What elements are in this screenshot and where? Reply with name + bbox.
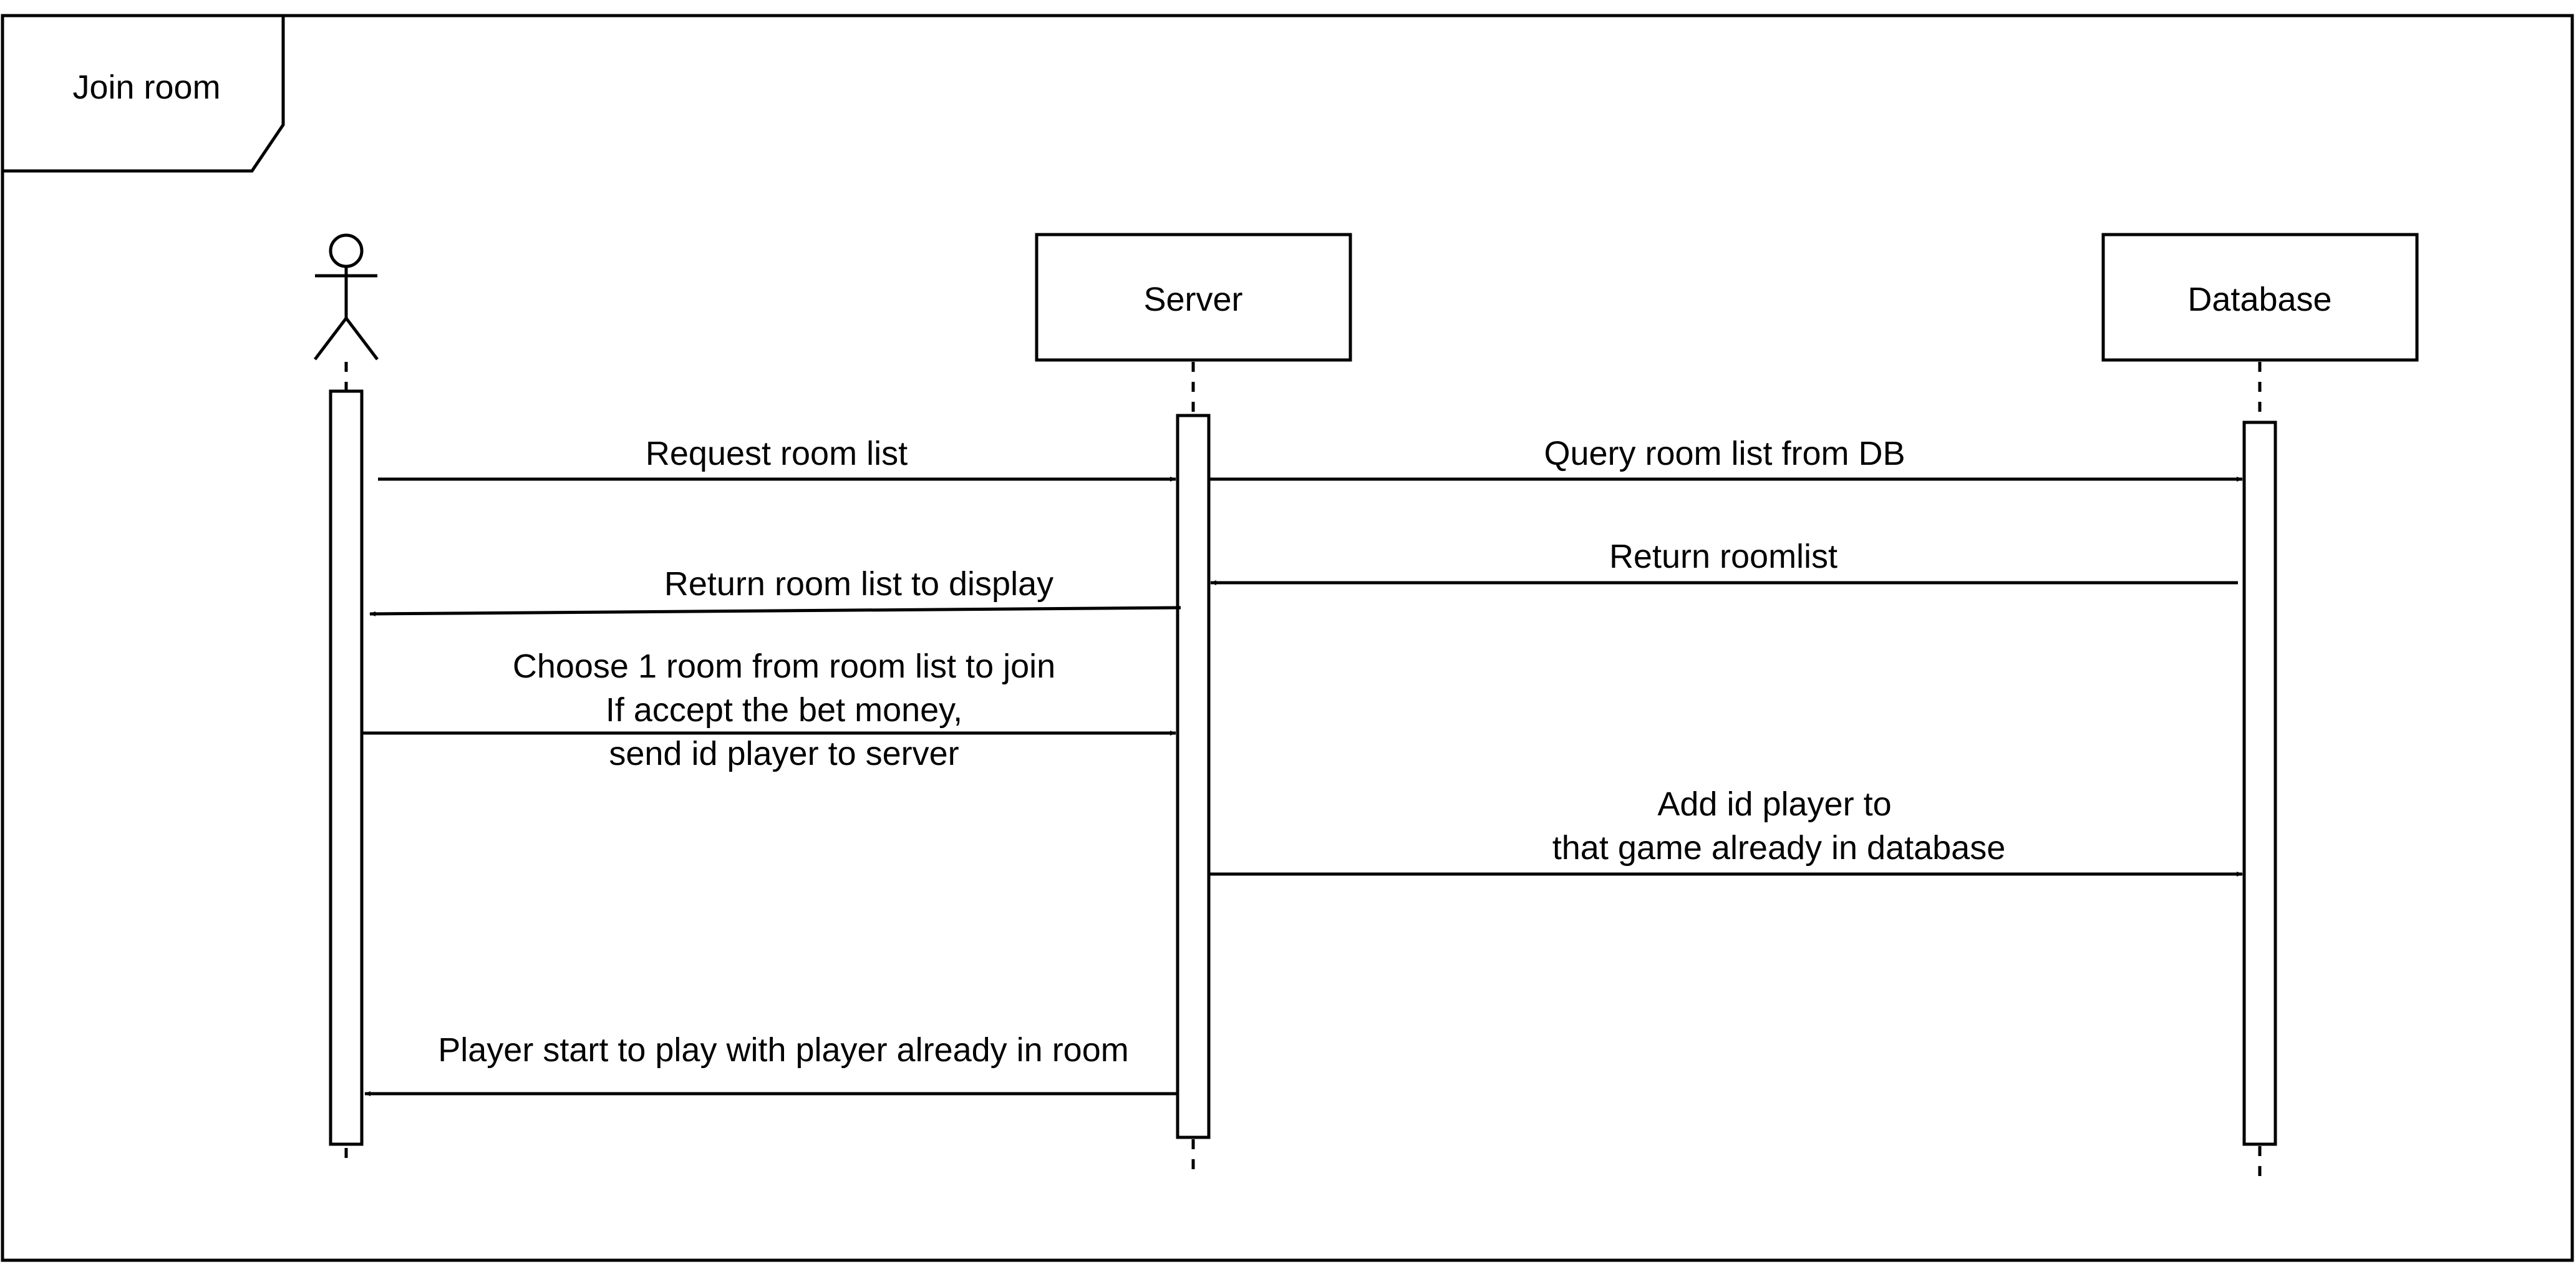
server-lifeline-head (1035, 233, 1352, 362)
svg-text:Request room list: Request room list (646, 435, 908, 472)
database-lifeline-head (2101, 233, 2419, 362)
frame-title-tab (2, 16, 285, 173)
svg-text:Return roomlist: Return roomlist (1609, 538, 1838, 575)
server-label: Server (1143, 281, 1242, 318)
message-add-id-player: Add id player to that game already in da… (1210, 785, 2243, 877)
svg-text:Add id player to: Add id player to (1657, 785, 1891, 823)
message-query-room-list: Query room list from DB (1210, 435, 2243, 482)
message-choose-room: Choose 1 room from room list to join If … (362, 648, 1176, 772)
svg-text:Return room list to display: Return room list to display (664, 565, 1053, 603)
database-activation-bar (2242, 421, 2277, 1146)
database-label: Database (2187, 281, 2331, 318)
message-return-roomlist: Return roomlist (1210, 538, 2238, 585)
svg-text:that game already in database: that game already in database (1552, 829, 2006, 867)
frame-title: Join room (72, 69, 220, 106)
svg-text:If accept the bet money,: If accept the bet money, (606, 691, 962, 729)
actor-activation-bar (329, 389, 364, 1146)
message-player-start: Player start to play with player already… (364, 1031, 1178, 1096)
svg-text:Choose 1 room from room list: Choose 1 room from room list to join (513, 648, 1055, 685)
actor-icon (314, 233, 379, 361)
svg-text:Player start to play with play: Player start to play with player already… (438, 1031, 1128, 1069)
svg-text:send id player to server: send id player to server (609, 735, 959, 772)
server-activation-bar (1176, 414, 1211, 1139)
message-request-room-list: Request room list (378, 435, 1176, 482)
diagram-frame (1, 14, 2574, 1262)
message-return-room-list-display: Return room list to display (369, 565, 1181, 616)
svg-text:Query room list from DB: Query room list from DB (1544, 435, 1905, 472)
